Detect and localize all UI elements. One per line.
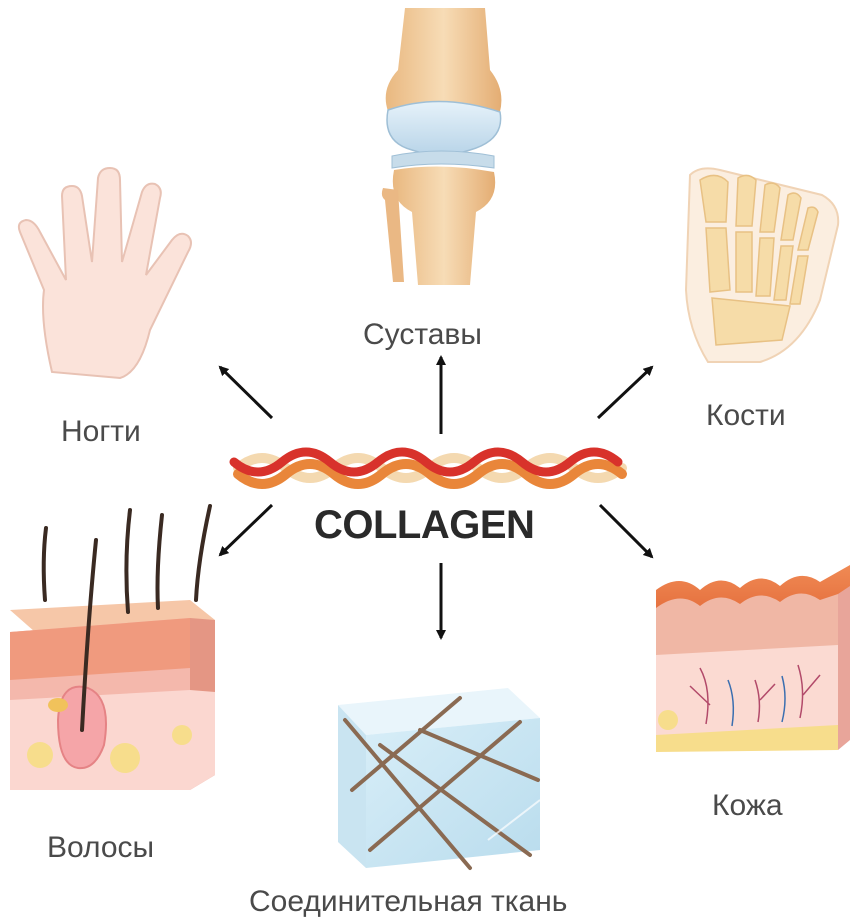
- label-nails: Ногти: [61, 415, 141, 449]
- connective-tissue-cube-icon: [338, 688, 540, 868]
- collagen-title: COLLAGEN: [314, 503, 534, 547]
- skin-layers-icon: [656, 565, 850, 752]
- arrow-to-bones: [598, 367, 652, 418]
- arrow-to-nails: [220, 367, 272, 418]
- arrows: [220, 357, 652, 638]
- arrow-to-hair: [220, 505, 272, 555]
- hand-icon: [19, 168, 191, 378]
- label-bones: Кости: [706, 399, 786, 433]
- label-skin: Кожа: [712, 789, 783, 823]
- label-joints: Суставы: [363, 318, 482, 352]
- foot-bones-icon: [686, 168, 838, 362]
- label-connective-tissue: Соединительная ткань: [249, 885, 567, 919]
- hair-follicle-icon: [10, 506, 215, 790]
- collagen-triple-helix-icon: [234, 452, 622, 484]
- arrow-to-skin: [600, 505, 652, 557]
- label-hair: Волосы: [47, 831, 154, 865]
- knee-joint-icon: [382, 8, 502, 285]
